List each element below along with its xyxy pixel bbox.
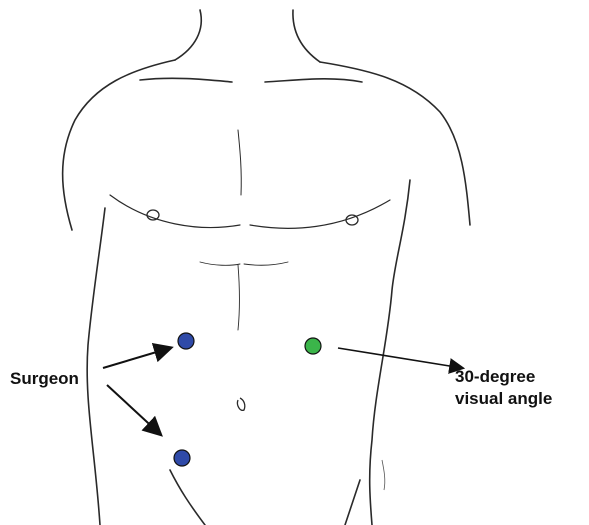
surgeon-port-lower (174, 450, 190, 466)
scope-label-line2: visual angle (455, 388, 552, 410)
right-nipple (346, 215, 358, 225)
scope-label-line1: 30-degree (455, 366, 552, 388)
body-outline (63, 10, 470, 525)
artist-signature (382, 460, 385, 490)
scope-label: 30-degree visual angle (455, 366, 552, 410)
surgeon-port-upper (178, 333, 194, 349)
navel (237, 398, 244, 410)
nipples (147, 210, 358, 225)
left-nipple (147, 210, 159, 220)
scope-port (305, 338, 321, 354)
surgeon-label: Surgeon (10, 368, 79, 390)
surgeon-arrow-lower (107, 385, 160, 434)
scope-arrow (338, 348, 462, 368)
surgeon-arrow-upper (103, 348, 170, 368)
